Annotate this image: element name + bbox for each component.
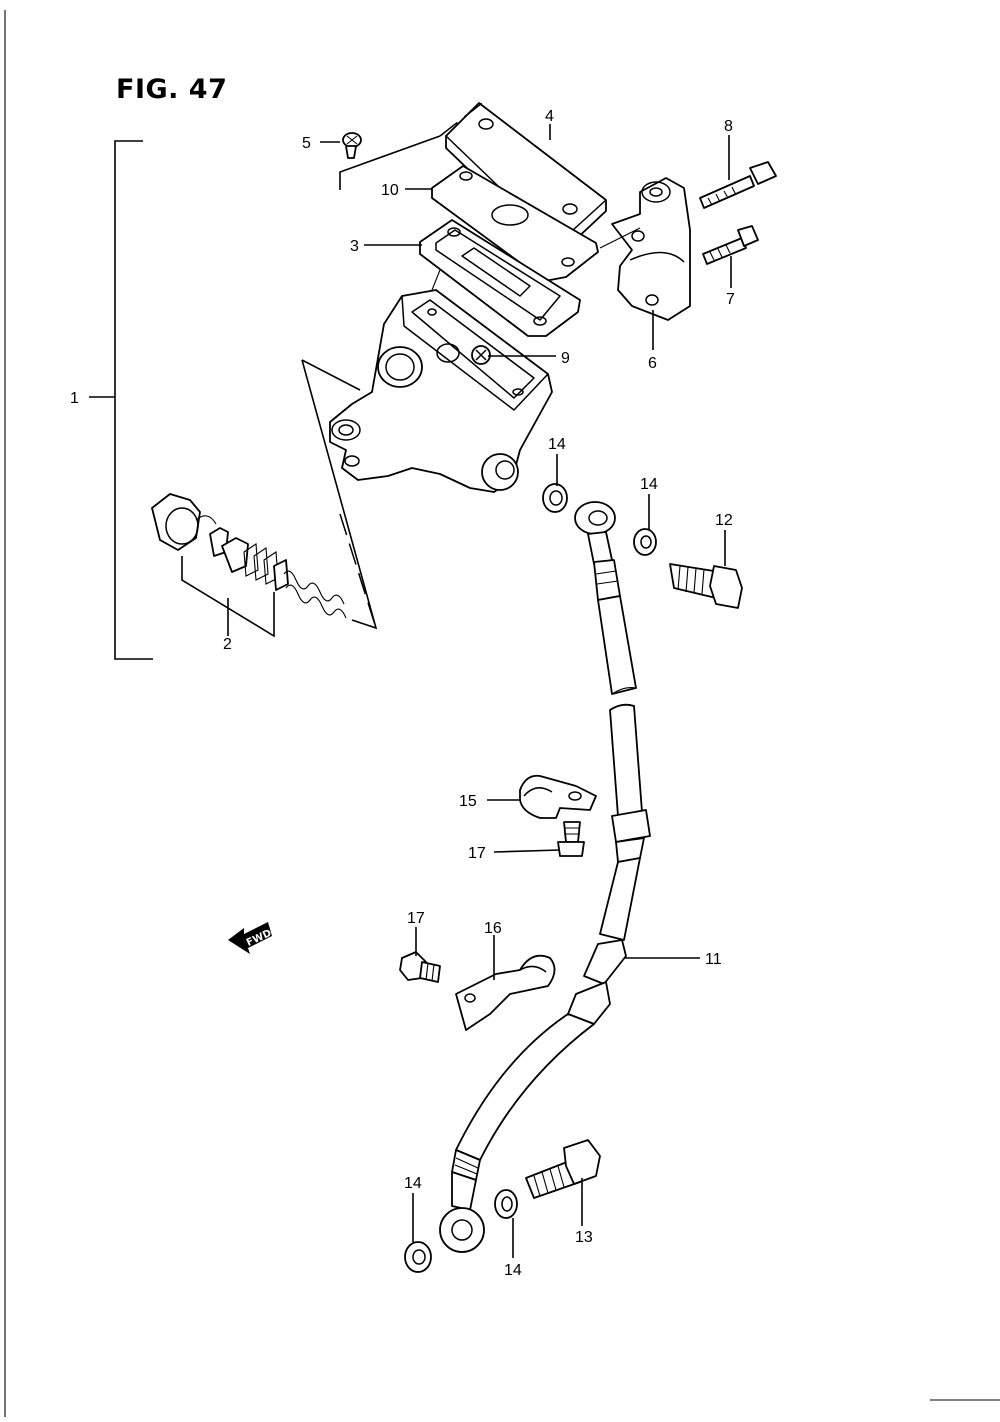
exploded-view-lines xyxy=(301,99,641,630)
clamp-bolt-lower xyxy=(399,951,441,983)
cap-screw xyxy=(342,132,362,159)
sealing-washer-lower-b xyxy=(494,1189,518,1219)
brake-hose-upper-fitting xyxy=(574,501,621,601)
callout-6: 6 xyxy=(648,355,657,372)
callout-1: 1 xyxy=(70,390,79,407)
callout-14-upper-b: 14 xyxy=(640,476,658,493)
callout-17-upper: 17 xyxy=(468,845,486,862)
piston-kit xyxy=(151,493,347,619)
callout-16: 16 xyxy=(484,920,502,937)
callout-10: 10 xyxy=(381,182,399,199)
callout-5: 5 xyxy=(302,135,311,152)
diaphragm xyxy=(419,219,581,337)
assembly-bracket xyxy=(89,140,153,660)
banjo-bolt-lower xyxy=(525,1139,601,1199)
clamp-bolt-upper xyxy=(557,821,585,857)
callout-11: 11 xyxy=(705,951,722,968)
callout-9: 9 xyxy=(561,350,570,367)
callout-8: 8 xyxy=(724,118,733,135)
figure-title: FIG. 47 xyxy=(116,74,228,105)
callout-4: 4 xyxy=(545,108,554,125)
callout-2: 2 xyxy=(223,636,232,653)
brake-hose-upper-segment xyxy=(597,595,637,695)
handlebar-clamp xyxy=(611,177,691,321)
callout-labels: 1 2 3 4 5 6 7 8 9 10 11 12 13 14 14 14 1… xyxy=(70,108,735,1279)
boot-fitting xyxy=(471,345,491,365)
callout-14-lower-a: 14 xyxy=(404,1175,422,1192)
diaphragm-plate xyxy=(431,165,599,282)
brake-hose-middle-segment xyxy=(599,703,651,941)
brake-hose-lower-segment xyxy=(439,939,627,1253)
callout-13: 13 xyxy=(575,1229,593,1246)
sealing-washer-upper-b xyxy=(633,528,657,556)
clamp-bolt-short xyxy=(702,225,759,265)
hose-bracket xyxy=(455,954,556,1031)
callout-7: 7 xyxy=(726,291,735,308)
hose-clamp-upper xyxy=(519,774,597,819)
sealing-washer-lower-a xyxy=(404,1241,432,1273)
callout-15: 15 xyxy=(459,793,477,810)
forward-arrow-icon: FWD xyxy=(228,922,273,954)
callout-14-upper-a: 14 xyxy=(548,436,566,453)
banjo-bolt-upper xyxy=(669,563,743,609)
callout-12: 12 xyxy=(715,512,733,529)
sealing-washer-upper-a xyxy=(542,483,568,513)
callout-14-lower-b: 14 xyxy=(504,1262,522,1279)
scan-edge-marks xyxy=(4,10,1000,1417)
leader-lines xyxy=(181,124,732,1258)
callout-3: 3 xyxy=(350,238,359,255)
clamp-bolt-long xyxy=(699,161,777,209)
master-cylinder-body xyxy=(329,289,553,493)
callout-17-lower: 17 xyxy=(407,910,425,927)
